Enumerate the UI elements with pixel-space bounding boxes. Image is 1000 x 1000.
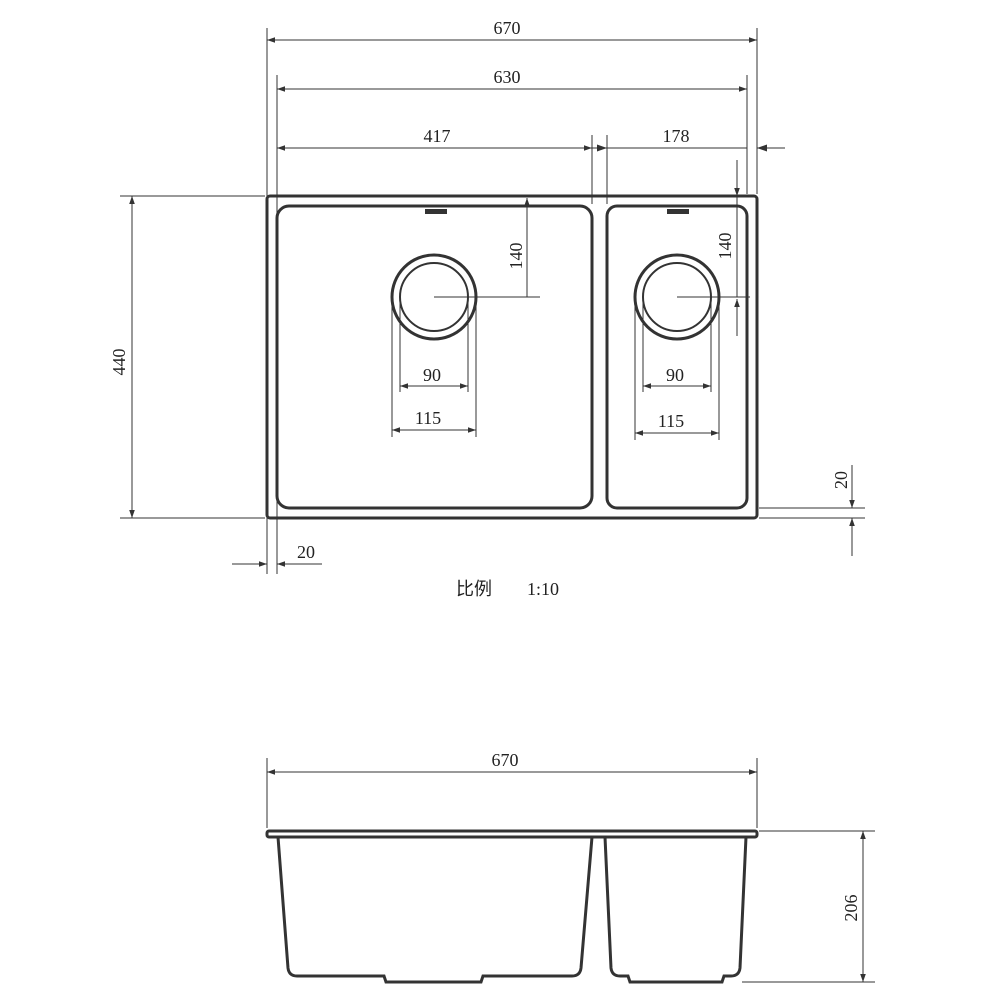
scale-label: 比例 bbox=[456, 579, 492, 599]
dim-right-bowl-width: 178 bbox=[592, 126, 785, 152]
side-right-bowl bbox=[603, 836, 748, 984]
dim-side-height: 206 bbox=[742, 830, 875, 983]
scale-note: 比例 1:10 bbox=[456, 579, 559, 599]
side-overall-width-label: 670 bbox=[492, 750, 519, 770]
flange-left-label: 20 bbox=[297, 542, 315, 562]
left-drain-outer-label: 115 bbox=[415, 408, 441, 428]
side-height-label: 206 bbox=[841, 895, 861, 922]
dim-right-drain-diameters: 90 115 bbox=[634, 297, 720, 440]
flange-bottom-label: 20 bbox=[831, 471, 851, 489]
dim-side-overall-width: 670 bbox=[267, 750, 757, 775]
overall-depth-label: 440 bbox=[109, 349, 129, 376]
left-overflow-slot bbox=[425, 209, 447, 214]
side-view: 670 206 bbox=[265, 750, 875, 984]
dim-overall-depth: 440 bbox=[109, 195, 265, 519]
dim-flange-left: 20 bbox=[232, 542, 322, 567]
right-overflow-slot bbox=[667, 209, 689, 214]
dim-left-drain-offset: 140 bbox=[434, 198, 540, 298]
inner-width-label: 630 bbox=[494, 67, 521, 87]
right-drain-offset-label: 140 bbox=[715, 233, 735, 260]
side-left-bowl bbox=[276, 836, 594, 984]
dim-left-bowl-width: 417 bbox=[277, 126, 592, 151]
dim-overall-width: 670 bbox=[267, 18, 757, 43]
left-bowl-width-label: 417 bbox=[424, 126, 451, 146]
left-drain-offset-label: 140 bbox=[506, 243, 526, 270]
scale-value: 1:10 bbox=[527, 579, 559, 599]
dim-right-drain-offset: 140 bbox=[677, 160, 750, 336]
right-bowl-width-label: 178 bbox=[663, 126, 690, 146]
dim-flange-bottom: 20 bbox=[759, 465, 865, 556]
right-drain-outer-label: 115 bbox=[658, 411, 684, 431]
left-drain-inner-label: 90 bbox=[423, 365, 441, 385]
right-bowl-outline bbox=[605, 204, 749, 510]
dim-inner-width: 630 bbox=[277, 67, 747, 92]
dim-left-drain-diameters: 90 115 bbox=[391, 297, 477, 437]
side-rim bbox=[265, 829, 759, 839]
right-drain-inner-label: 90 bbox=[666, 365, 684, 385]
left-bowl-outline bbox=[275, 204, 594, 510]
top-view: 670 630 417 178 440 bbox=[109, 18, 865, 599]
overall-width-label: 670 bbox=[494, 18, 521, 38]
